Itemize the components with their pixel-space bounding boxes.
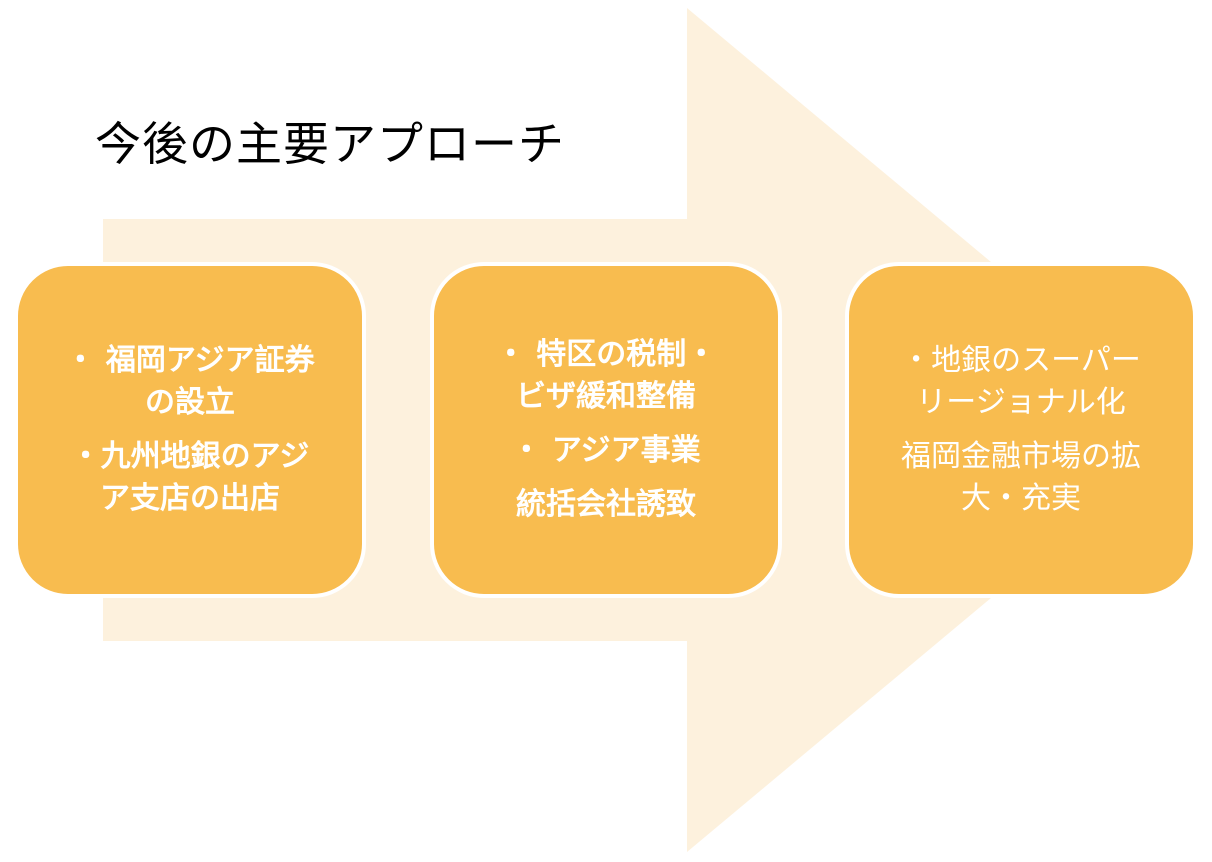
step-1-line-2: の設立: [145, 385, 235, 420]
step-1-line-4: ア支店の出店: [100, 481, 280, 516]
step-3-line-2: リージョナル化: [916, 385, 1126, 420]
step-box-1: ・ 福岡アジア証券 の設立 ・九州地銀のアジ ア支店の出店: [14, 262, 366, 598]
step-box-2: ・ 特区の税制・ ビザ緩和整備 ・ アジア事業 統括会社誘致: [430, 262, 782, 598]
step-2-line-4: 統括会社誘致: [516, 487, 696, 522]
step-3-line-1: ・地銀のスーパー: [901, 343, 1141, 378]
step-1-line-1: ・ 福岡アジア証券: [65, 343, 315, 378]
step-2-line-1: ・ 特区の税制・: [495, 337, 717, 372]
step-2-line-3: ・ アジア事業: [511, 433, 701, 468]
step-3-line-3: 福岡金融市場の拡: [901, 439, 1141, 474]
diagram-title: 今後の主要アプローチ: [95, 117, 565, 171]
step-1-line-3: ・九州地銀のアジ: [70, 439, 310, 474]
step-3-line-4: 大・充実: [961, 481, 1081, 516]
step-box-3: ・地銀のスーパー リージョナル化 福岡金融市場の拡 大・充実: [845, 262, 1197, 598]
step-2-line-2: ビザ緩和整備: [516, 379, 696, 414]
